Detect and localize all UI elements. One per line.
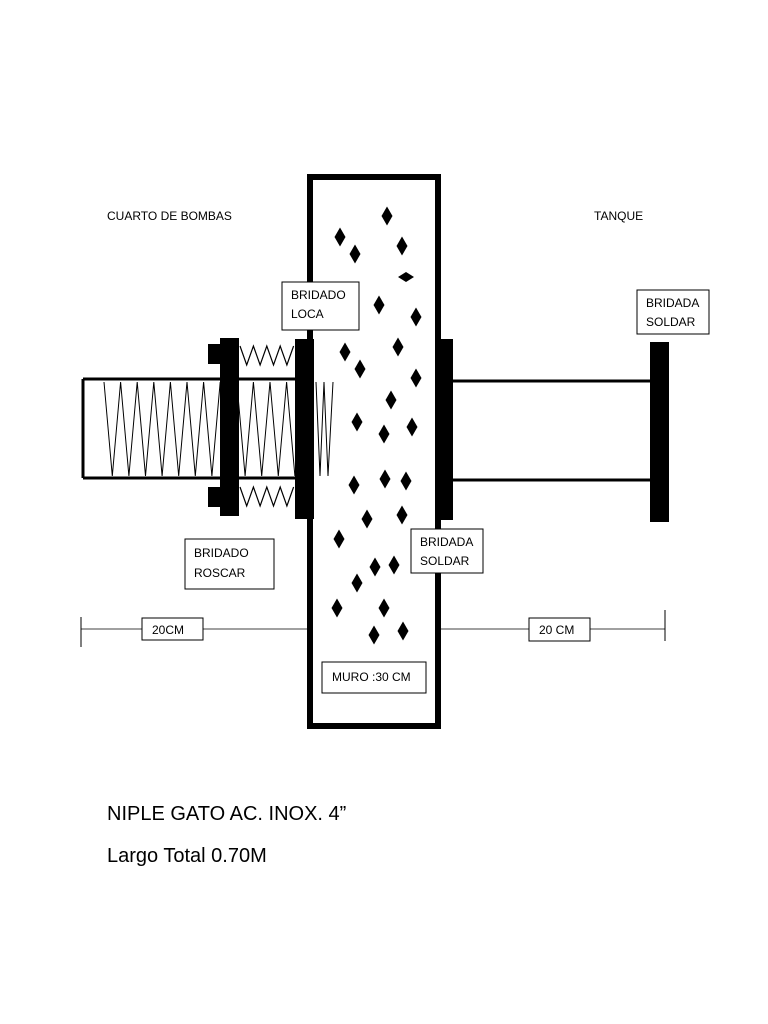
aggregate-diamond	[354, 359, 366, 379]
aggregate-diamond	[397, 621, 409, 641]
aggregate-diamond	[373, 295, 385, 315]
svg-text:BRIDADA: BRIDADA	[420, 535, 473, 549]
pipe-thread-zigzag-end	[315, 381, 334, 477]
svg-text:BRIDADO: BRIDADO	[194, 546, 249, 560]
aggregate-diamond	[348, 475, 360, 495]
aggregate-diamond	[368, 625, 380, 645]
aggregate-diamond	[369, 557, 381, 577]
svg-text:20 CM: 20 CM	[539, 623, 574, 637]
svg-text:ROSCAR: ROSCAR	[194, 566, 246, 580]
dimension-right: 20 CM	[441, 610, 666, 642]
zone-label-tanque: TANQUE	[594, 209, 643, 223]
aggregate-diamond	[398, 272, 414, 282]
caption-title: NIPLE GATO AC. INOX. 4”	[107, 803, 347, 825]
dimension-left: 20CM	[80, 617, 307, 647]
loose-flange	[295, 339, 314, 519]
aggregate-diamond	[349, 244, 361, 264]
caption-length: Largo Total 0.70M	[107, 845, 267, 867]
aggregate-diamond	[379, 469, 391, 489]
svg-text:MURO :30 CM: MURO :30 CM	[332, 670, 411, 684]
left-pipe	[81, 377, 334, 480]
aggregate-diamond	[378, 424, 390, 444]
label-bridado-loca: BRIDADO LOCA	[281, 281, 360, 331]
svg-text:BRIDADA: BRIDADA	[646, 296, 699, 310]
aggregate-diamond	[396, 236, 408, 256]
wall-aggregate	[331, 206, 422, 645]
aggregate-diamond	[339, 342, 351, 362]
svg-text:20CM: 20CM	[152, 623, 184, 637]
svg-text:LOCA: LOCA	[291, 307, 324, 321]
aggregate-diamond	[361, 509, 373, 529]
label-bridada-soldar-far: BRIDADA SOLDAR	[636, 289, 710, 335]
svg-text:BRIDADO: BRIDADO	[291, 288, 346, 302]
aggregate-diamond	[410, 368, 422, 388]
aggregate-diamond	[410, 307, 422, 327]
bolt-spring-bottom	[239, 485, 295, 508]
threaded-flange	[208, 338, 239, 516]
aggregate-diamond	[351, 412, 363, 432]
svg-text:SOLDAR: SOLDAR	[646, 315, 696, 329]
weld-flange-far	[650, 342, 669, 522]
aggregate-diamond	[388, 555, 400, 575]
aggregate-diamond	[334, 227, 346, 247]
aggregate-diamond	[392, 337, 404, 357]
dimension-wall: MURO :30 CM	[321, 661, 427, 694]
aggregate-diamond	[351, 573, 363, 593]
aggregate-diamond	[396, 505, 408, 525]
aggregate-diamond	[400, 471, 412, 491]
aggregate-diamond	[378, 598, 390, 618]
aggregate-diamond	[385, 390, 397, 410]
right-pipe	[453, 379, 651, 482]
aggregate-diamond	[333, 529, 345, 549]
zone-label-cuarto-de-bombas: CUARTO DE BOMBAS	[107, 209, 232, 223]
bolt-spring-top	[239, 344, 295, 367]
label-bridada-soldar-wall: BRIDADA SOLDAR	[410, 528, 484, 574]
svg-text:SOLDAR: SOLDAR	[420, 554, 470, 568]
pipe-thread-zigzag	[103, 381, 296, 477]
aggregate-diamond	[381, 206, 393, 226]
label-bridado-roscar: BRIDADO ROSCAR	[184, 538, 275, 590]
aggregate-diamond	[406, 417, 418, 437]
aggregate-diamond	[331, 598, 343, 618]
weld-flange-wall	[437, 339, 453, 520]
